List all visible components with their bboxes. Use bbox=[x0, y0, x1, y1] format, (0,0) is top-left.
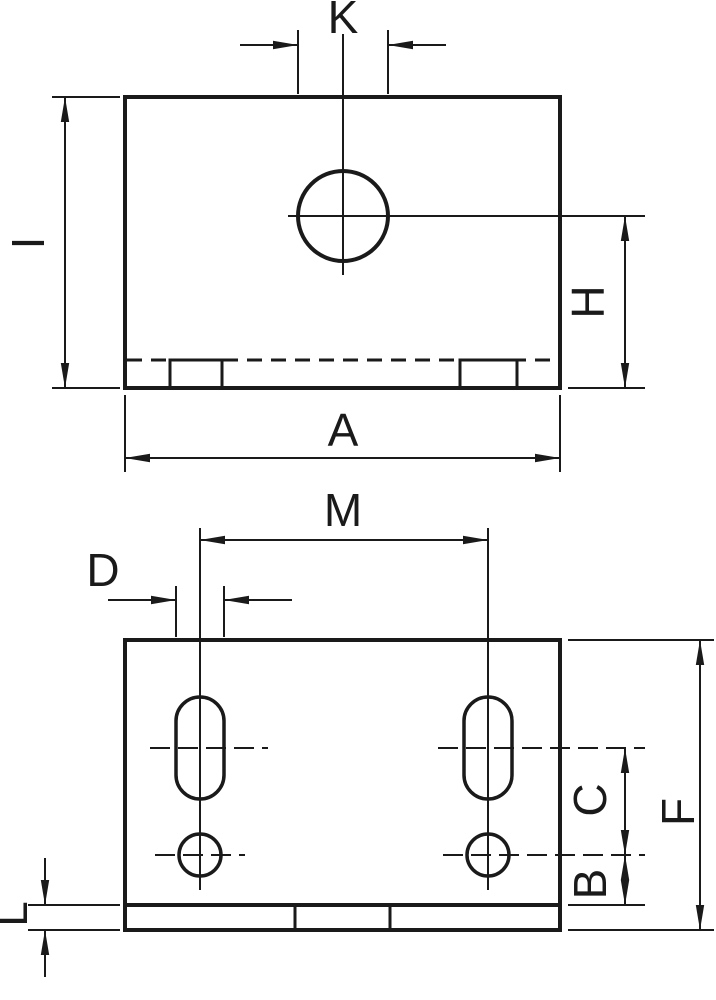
tab-left bbox=[168, 358, 224, 388]
dimension-A: A bbox=[124, 395, 561, 472]
dimension-H: H bbox=[562, 216, 645, 389]
dimension-label-k: K bbox=[328, 0, 359, 43]
dimension-label-m: M bbox=[324, 484, 362, 536]
dimension-label-c: C bbox=[564, 783, 616, 816]
tab-right bbox=[458, 358, 519, 388]
top-view: K I H A bbox=[2, 0, 645, 472]
dimension-C: C bbox=[564, 748, 630, 855]
dimension-B: B bbox=[564, 855, 645, 906]
dimension-label-a: A bbox=[328, 404, 359, 456]
dimension-label-l: L bbox=[0, 901, 37, 927]
dimension-label-b: B bbox=[564, 869, 616, 900]
dimension-L: L bbox=[0, 858, 120, 977]
part-outline-bottom-view bbox=[123, 638, 562, 907]
dimension-F: F bbox=[568, 639, 714, 931]
dimension-M: M bbox=[200, 484, 488, 545]
dimension-label-h: H bbox=[562, 285, 614, 318]
bottom-view: M D F C B bbox=[0, 484, 714, 977]
dimension-label-d: D bbox=[86, 544, 119, 596]
dimension-I: I bbox=[2, 96, 120, 389]
dimension-D: D bbox=[86, 544, 292, 637]
base-strip bbox=[123, 903, 562, 932]
dimension-label-f: F bbox=[652, 798, 704, 826]
dimension-label-i: I bbox=[2, 237, 54, 250]
dimension-K: K bbox=[240, 0, 446, 94]
